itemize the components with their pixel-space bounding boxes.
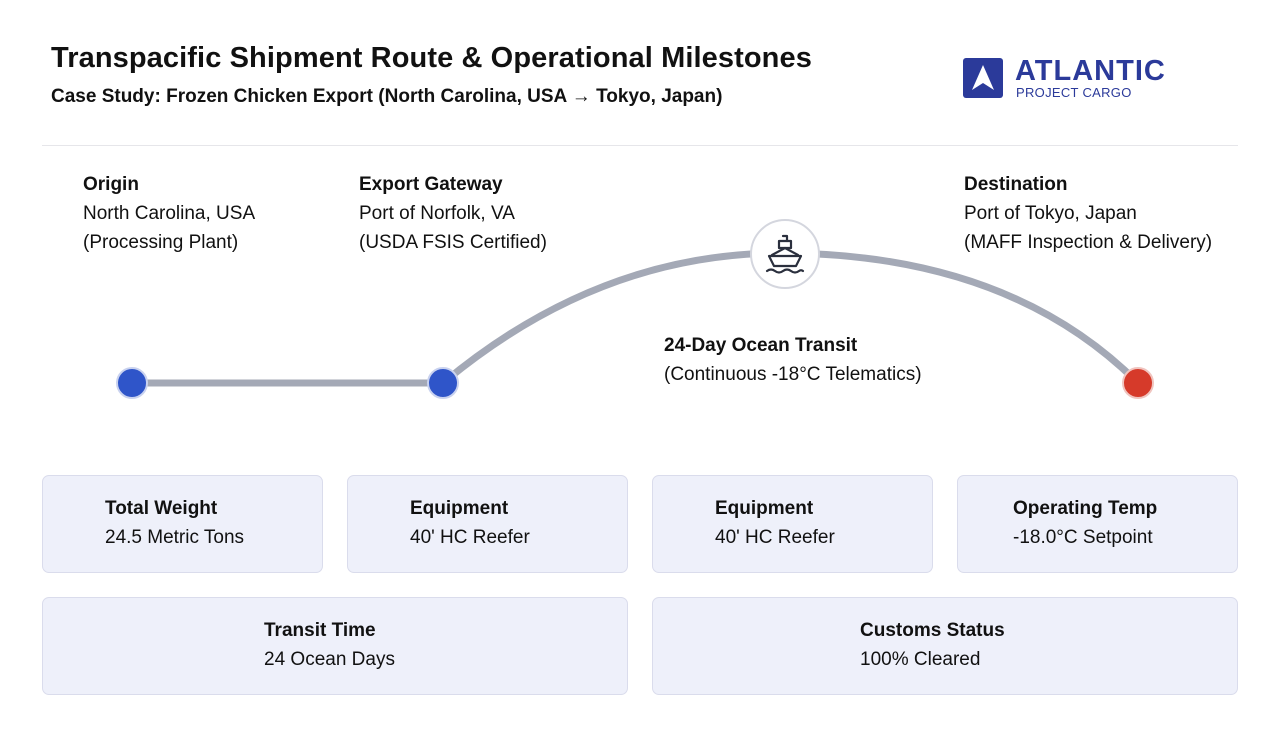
metric-value: 100% Cleared (860, 649, 981, 670)
stop-line: North Carolina, USA (83, 203, 256, 224)
ocean-transit-label: 24-Day Ocean Transit (Continuous -18°C T… (664, 331, 922, 389)
stop-destination: Destination Port of Tokyo, Japan (MAFF I… (964, 170, 1212, 257)
transit-detail: (Continuous -18°C Telematics) (664, 364, 922, 385)
metric-label: Transit Time (264, 620, 376, 641)
metric-card-equipment: Equipment 40' HC Reefer (652, 475, 933, 573)
metric-value: -18.0°C Setpoint (1013, 527, 1153, 548)
stop-line: Port of Tokyo, Japan (964, 203, 1137, 224)
logo-tagline: PROJECT CARGO (1016, 85, 1132, 100)
destination-node (1122, 367, 1154, 399)
metric-card-transit-time: Transit Time 24 Ocean Days (42, 597, 628, 695)
stop-line: Port of Norfolk, VA (359, 203, 515, 224)
metric-value: 40' HC Reefer (410, 527, 530, 548)
metric-label: Total Weight (105, 498, 218, 519)
ship-icon (765, 234, 805, 274)
metric-label: Equipment (715, 498, 814, 519)
page-subtitle: Case Study: Frozen Chicken Export (North… (51, 86, 723, 107)
stop-line: (USDA FSIS Certified) (359, 232, 547, 253)
stop-origin: Origin North Carolina, USA (Processing P… (83, 170, 255, 257)
metric-label: Operating Temp (1013, 498, 1158, 519)
stop-heading: Export Gateway (359, 174, 503, 195)
logo-name: ATLANTIC (1015, 55, 1166, 87)
company-logo: ATLANTIC PROJECT CARGO (963, 55, 1243, 101)
transit-heading: 24-Day Ocean Transit (664, 335, 858, 356)
stop-line: (Processing Plant) (83, 232, 239, 253)
origin-node (116, 367, 148, 399)
metric-card-equipment: Equipment 40' HC Reefer (347, 475, 628, 573)
route-diagram (116, 219, 1154, 399)
metric-card-customs-status: Customs Status 100% Cleared (652, 597, 1238, 695)
metric-value: 24.5 Metric Tons (105, 527, 245, 548)
stop-line: (MAFF Inspection & Delivery) (964, 232, 1213, 253)
metric-value: 40' HC Reefer (715, 527, 835, 548)
stop-heading: Origin (83, 174, 139, 195)
metric-label: Customs Status (860, 620, 1005, 641)
vessel-marker (750, 219, 820, 289)
metric-card-operating-temp: Operating Temp -18.0°C Setpoint (957, 475, 1238, 573)
header-divider (42, 145, 1238, 146)
page-title: Transpacific Shipment Route & Operationa… (51, 42, 812, 74)
stop-export-gateway: Export Gateway Port of Norfolk, VA (USDA… (359, 170, 547, 257)
stop-heading: Destination (964, 174, 1068, 195)
metric-card-total-weight: Total Weight 24.5 Metric Tons (42, 475, 323, 573)
metric-value: 24 Ocean Days (264, 649, 395, 670)
gateway-node (427, 367, 459, 399)
metric-label: Equipment (410, 498, 509, 519)
arrow-up-triangle-icon (963, 58, 1003, 98)
